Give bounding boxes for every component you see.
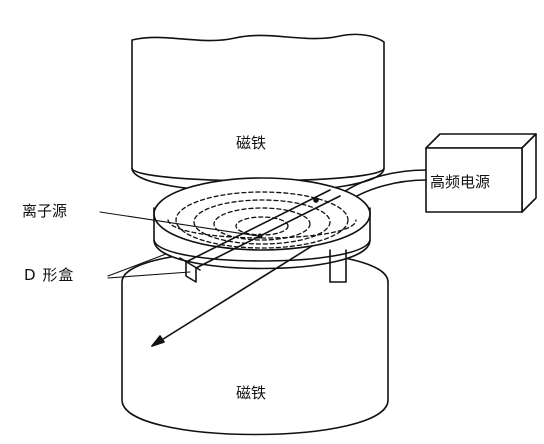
- hf-source-label: 高频电源: [430, 173, 491, 191]
- ion-source-label: 离子源: [22, 202, 68, 220]
- magnet-bottom-label: 磁铁: [236, 384, 267, 402]
- top-magnet: [131, 33, 385, 193]
- particle-spiral: [167, 191, 357, 249]
- leader-lines: [99, 211, 263, 279]
- d-box-label: D 形盒: [24, 266, 75, 284]
- extracted-beam-arrow: [151, 245, 313, 347]
- cable-terminals: [313, 197, 319, 203]
- magnet-top-label: 磁铁: [236, 134, 267, 152]
